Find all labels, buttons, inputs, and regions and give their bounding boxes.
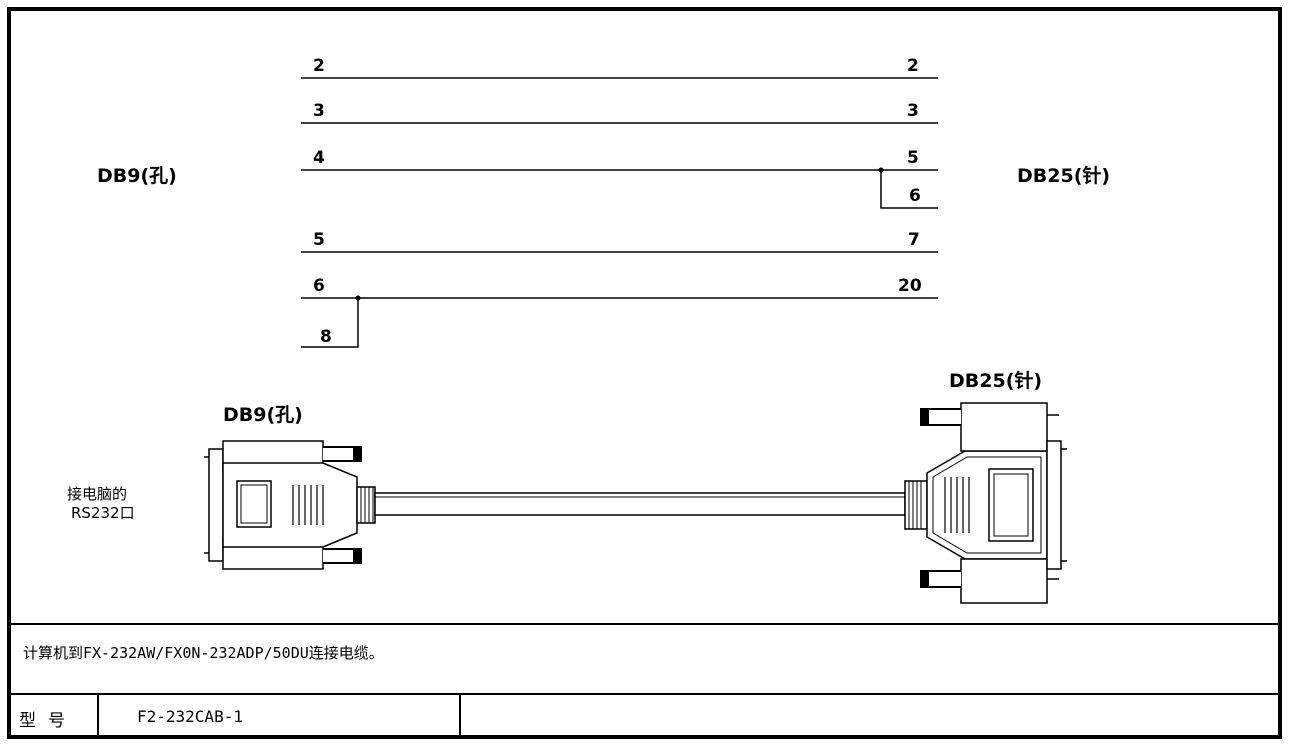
wiring-diagram: DB9(孔) DB25(针) 2 2 3 3 4 5 6 5 7 6 20 8 … [67, 56, 1110, 604]
right-pin-2: 2 [907, 56, 919, 76]
pc-port-label-line1: 接电脑的 [67, 485, 127, 503]
right-pin-7: 7 [908, 230, 920, 250]
left-pin-2: 2 [313, 56, 325, 76]
wire-jumper-6-8 [301, 298, 359, 348]
model-cell-divider [97, 695, 99, 739]
pc-port-label-line2: RS232口 [71, 504, 135, 522]
drawing-sheet: DB9(孔) DB25(针) 2 2 3 3 4 5 6 5 7 6 20 8 … [7, 7, 1282, 739]
cable-left-connector-label: DB9(孔) [223, 404, 303, 426]
left-pin-3: 3 [313, 101, 325, 121]
right-pin-3: 3 [907, 101, 919, 121]
model-row: 型号 F2-232CAB-1 [11, 693, 1278, 739]
cable-drawing [374, 492, 906, 516]
model-value: F2-232CAB-1 [137, 707, 243, 726]
db25-connector-drawing [904, 402, 1067, 604]
right-connector-label: DB25(针) [1017, 164, 1110, 187]
left-pin-8: 8 [320, 327, 332, 347]
left-pin-4: 4 [313, 148, 325, 168]
cable-right-connector-label: DB25(针) [949, 369, 1042, 392]
left-connector-label: DB9(孔) [97, 165, 177, 187]
left-pin-6: 6 [313, 276, 325, 296]
section-divider [11, 623, 1278, 625]
model-cell-divider-2 [459, 695, 461, 739]
db9-connector-drawing [204, 440, 376, 570]
model-label: 型号 [19, 711, 77, 731]
wire-jumper-5-6 [880, 170, 938, 209]
right-pin-6: 6 [909, 186, 921, 206]
cable-description: 计算机到FX-232AW/FX0N-232ADP/50DU连接电缆。 [23, 644, 384, 662]
right-pin-20: 20 [898, 276, 922, 296]
right-pin-5: 5 [907, 148, 919, 168]
left-pin-5: 5 [313, 230, 325, 250]
